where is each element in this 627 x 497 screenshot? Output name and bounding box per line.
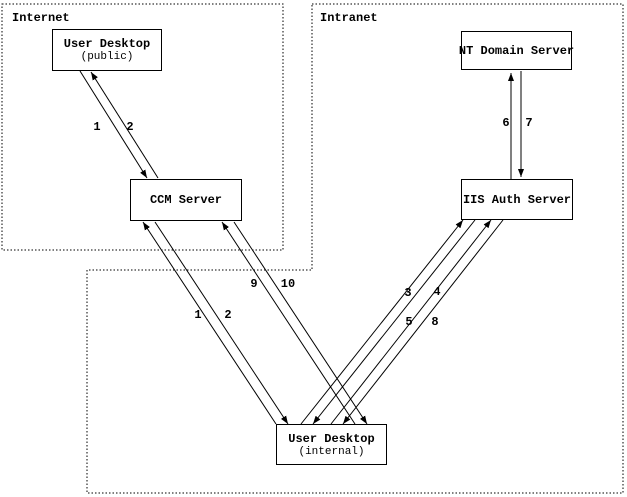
flow-line-4-iis-to-internal [312,219,476,425]
flow-line-8-iis-to-internal [342,219,504,425]
flow-label-5: 5 [405,315,413,329]
flow-label-9: 9 [250,277,258,291]
flow-label-10: 10 [280,277,296,291]
internet-zone-border [1,3,284,251]
flow-label-2-public: 2 [126,120,134,134]
node-label: CCM Server [149,193,222,207]
flow-label-2-internal: 2 [224,308,232,322]
flow-label-1-internal: 1 [194,308,202,322]
flow-line-3-internal-to-iis [300,219,464,425]
node-iis-auth-server: IIS Auth Server [461,179,573,220]
flow-label-7: 7 [525,116,533,130]
flow-line-2-ccm-to-public [90,71,159,179]
node-nt-domain-server: NT Domain Server [458,31,575,70]
node-user-desktop-public: User Desktop (public) [52,29,162,71]
flow-line-1-internal-to-ccm [142,221,277,425]
flow-line-10-ccm-to-internal [233,221,368,425]
internet-zone-label: Internet [12,11,70,25]
flow-label-4: 4 [433,285,441,299]
intranet-zone-label: Intranet [320,11,378,25]
flow-label-1-public: 1 [93,120,101,134]
node-label: IIS Auth Server [462,192,572,207]
node-sublabel: (public) [80,51,134,63]
flow-label-8: 8 [431,315,439,329]
flow-line-5-internal-to-iis [330,219,492,425]
flow-label-6: 6 [502,116,510,130]
node-ccm-server: CCM Server [130,179,242,221]
flow-line-2-ccm-to-internal [154,221,289,425]
node-label: User Desktop [63,37,151,51]
intranet-zone-border [86,3,624,494]
flow-line-9-internal-to-ccm [221,221,356,425]
node-user-desktop-internal: User Desktop (internal) [276,424,387,465]
node-sublabel: (internal) [298,445,365,458]
flow-line-1-public-to-ccm [79,70,148,179]
node-label: NT Domain Server [458,43,575,58]
flow-label-3: 3 [404,286,412,300]
node-label: User Desktop [288,431,375,446]
